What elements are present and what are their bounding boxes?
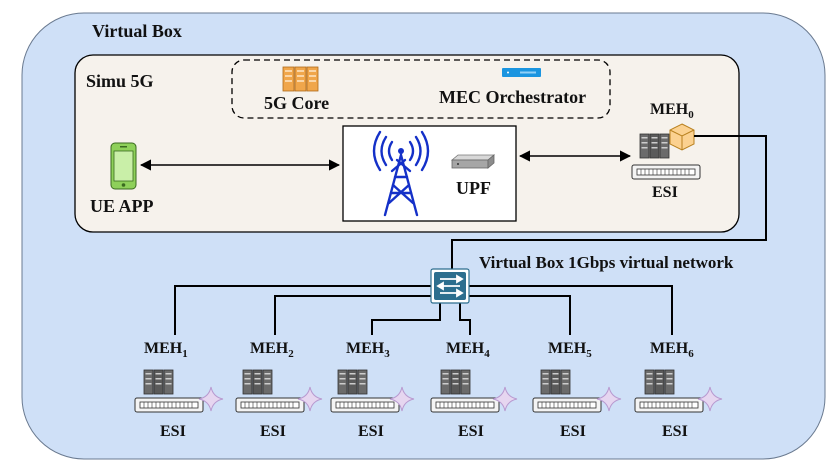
- network-label: Virtual Box 1Gbps virtual network: [479, 253, 734, 272]
- meh4-server-icon: [440, 369, 471, 395]
- meh0-server-icon: [639, 133, 670, 159]
- meh0-label: MEH0: [650, 101, 694, 122]
- meh0-cube-icon: [669, 123, 695, 151]
- meh5-server-icon: [540, 369, 571, 395]
- meh4-label: MEH4: [446, 340, 490, 361]
- meh4-esi-icon: [430, 397, 500, 413]
- meh4-esi-label: ESI: [458, 423, 484, 440]
- meh6-esi-icon: [634, 397, 704, 413]
- antenna-tower-icon: [372, 130, 430, 217]
- core-dashed-box: [231, 59, 611, 119]
- meh5-label: MEH5: [548, 340, 592, 361]
- network-bus-lines: [174, 285, 673, 335]
- mec-orchestrator-label: MEC Orchestrator: [439, 87, 587, 107]
- mec-orchestrator-icon: [502, 68, 541, 77]
- meh0-esi-icon: [631, 164, 701, 180]
- meh0-network-line: [451, 135, 767, 270]
- meh2-esi-label: ESI: [260, 423, 286, 440]
- meh3-esi-label: ESI: [358, 423, 384, 440]
- upf-device-icon: [450, 154, 496, 169]
- core-server-icon: [282, 66, 319, 92]
- meh2-server-icon: [242, 369, 273, 395]
- meh3-server-icon: [337, 369, 368, 395]
- meh2-esi-icon: [235, 397, 305, 413]
- meh3-label: MEH3: [346, 340, 390, 361]
- network-switch-icon: [430, 268, 470, 304]
- meh1-label: MEH1: [144, 340, 188, 361]
- enb-box: [342, 125, 517, 222]
- simu5g-label: Simu 5G: [86, 71, 154, 91]
- meh6-label: MEH6: [650, 340, 694, 361]
- meh3-esi-icon: [330, 397, 400, 413]
- phone-icon: [110, 142, 137, 190]
- meh5-esi-icon: [532, 397, 602, 413]
- ue-app-label: UE APP: [90, 196, 154, 216]
- meh0-esi-label: ESI: [652, 184, 678, 201]
- meh2-label: MEH2: [250, 340, 294, 361]
- meh1-esi-icon: [134, 397, 204, 413]
- meh6-esi-label: ESI: [662, 423, 688, 440]
- meh1-server-icon: [143, 369, 174, 395]
- core-label: 5G Core: [264, 93, 330, 113]
- meh5-esi-label: ESI: [560, 423, 586, 440]
- outer-box-label: Virtual Box: [92, 21, 182, 41]
- upf-label: UPF: [456, 178, 491, 198]
- meh6-server-icon: [644, 369, 675, 395]
- meh1-esi-label: ESI: [160, 423, 186, 440]
